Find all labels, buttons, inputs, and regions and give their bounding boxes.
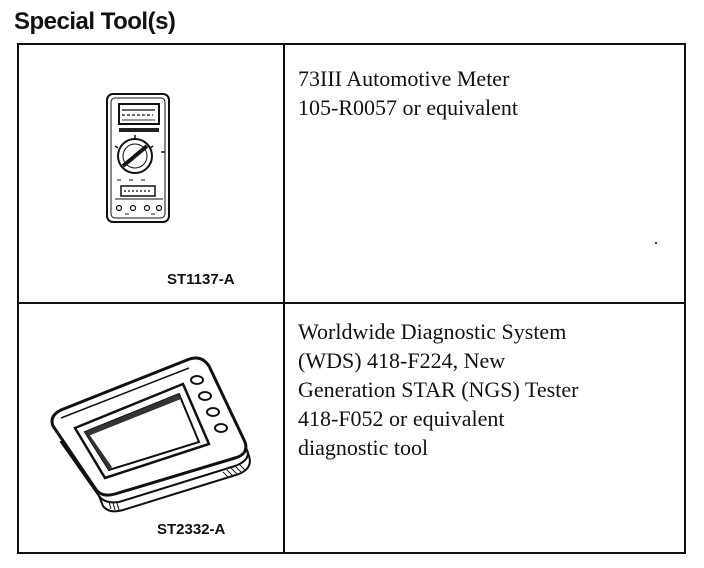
page-heading: Special Tool(s) [14, 8, 176, 35]
description-line: 418-F052 or equivalent [298, 406, 505, 431]
description-line: 73III Automotive Meter [298, 66, 510, 91]
tool-description: Worldwide Diagnostic System (WDS) 418-F2… [298, 317, 578, 462]
tool-ref-code: ST1137-A [167, 271, 235, 288]
scan-speck [655, 242, 657, 244]
column-divider [283, 304, 285, 554]
tool-description-cell: Worldwide Diagnostic System (WDS) 418-F2… [285, 304, 684, 554]
description-line: Generation STAR (NGS) Tester [298, 377, 579, 402]
tool-row-tester: ST2332-A Worldwide Diagnostic System (WD… [19, 302, 684, 554]
description-line: Worldwide Diagnostic System [298, 319, 567, 344]
diagnostic-tester-illustration [39, 346, 269, 516]
tool-illustration-cell: ST2332-A [19, 304, 283, 554]
multimeter-illustration [105, 90, 175, 225]
tool-row-meter: ST1137-A 73III Automotive Meter 105-R005… [19, 45, 684, 302]
special-tools-table: ST1137-A 73III Automotive Meter 105-R005… [17, 43, 686, 554]
tool-description: 73III Automotive Meter 105-R0057 or equi… [298, 64, 518, 122]
description-line: (WDS) 418-F224, New [298, 348, 506, 373]
description-line: 105-R0057 or equivalent [298, 95, 518, 120]
description-line: diagnostic tool [298, 435, 429, 460]
tool-illustration-cell: ST1137-A [19, 45, 283, 302]
tool-description-cell: 73III Automotive Meter 105-R0057 or equi… [285, 45, 684, 302]
tool-ref-code: ST2332-A [157, 521, 226, 538]
column-divider [283, 45, 285, 302]
